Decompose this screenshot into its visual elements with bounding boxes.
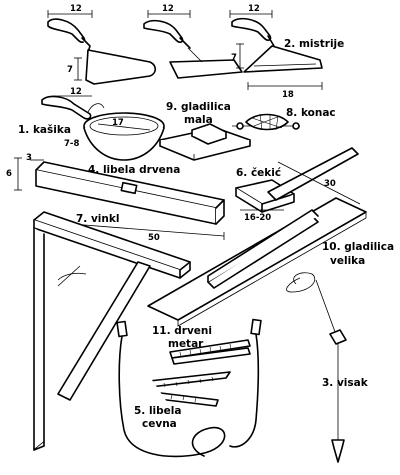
label-small-float-1: 9. gladilica <box>166 101 231 113</box>
dim-trowel2-width: 12 <box>162 4 174 14</box>
label-square: 7. vinkl <box>76 213 119 225</box>
dim-trowel1-height: 7 <box>67 65 73 75</box>
dim-level-length: 50 <box>148 233 160 243</box>
label-large-float-2: velika <box>330 255 365 267</box>
dim-trowel1-width: 12 <box>70 4 82 14</box>
plumb-bob <box>286 272 347 463</box>
trowel-2 <box>143 10 243 79</box>
dim-trowel3-width: 12 <box>248 4 260 14</box>
label-plumb: 3. visak <box>322 377 369 389</box>
label-scoop: 1. kašika <box>18 124 71 136</box>
trowel-3 <box>229 10 323 90</box>
label-large-float-1: 10. gladilica <box>322 241 394 253</box>
dim-hammer-handle: 30 <box>324 179 336 189</box>
hammer <box>235 147 361 213</box>
label-hammer: 6. čekić <box>236 167 281 179</box>
scoop <box>41 95 165 161</box>
label-small-float-2: mala <box>184 114 213 126</box>
label-line: 8. konac <box>286 107 336 119</box>
label-wooden-level: 4. libela drvena <box>88 164 180 176</box>
tube-level <box>116 318 262 458</box>
label-trowels: 2. mistrije <box>284 38 344 50</box>
dim-scoop-diameter: 17 <box>112 118 124 128</box>
dim-level-height: 6 <box>6 169 12 179</box>
dim-scoop-handle: 12 <box>70 87 82 97</box>
large-float <box>147 197 367 327</box>
small-float <box>159 123 251 161</box>
label-folding-rule-1: 11. drveni <box>152 325 212 337</box>
dim-trowel3-height: 7 <box>231 53 237 63</box>
wooden-level <box>14 157 225 240</box>
dim-hammer-head: 16-20 <box>244 213 271 223</box>
dim-level-thickness: 3 <box>26 153 32 163</box>
square <box>33 211 191 451</box>
label-folding-rule-2: metar <box>168 338 204 350</box>
line-reel <box>232 113 300 131</box>
trowel-1 <box>47 10 157 85</box>
label-tube-level-1: 5. libela <box>134 405 181 417</box>
dim-scoop-depth: 7-8 <box>64 139 79 149</box>
label-tube-level-2: cevna <box>142 418 177 430</box>
dim-trowel3-length: 18 <box>282 90 294 100</box>
